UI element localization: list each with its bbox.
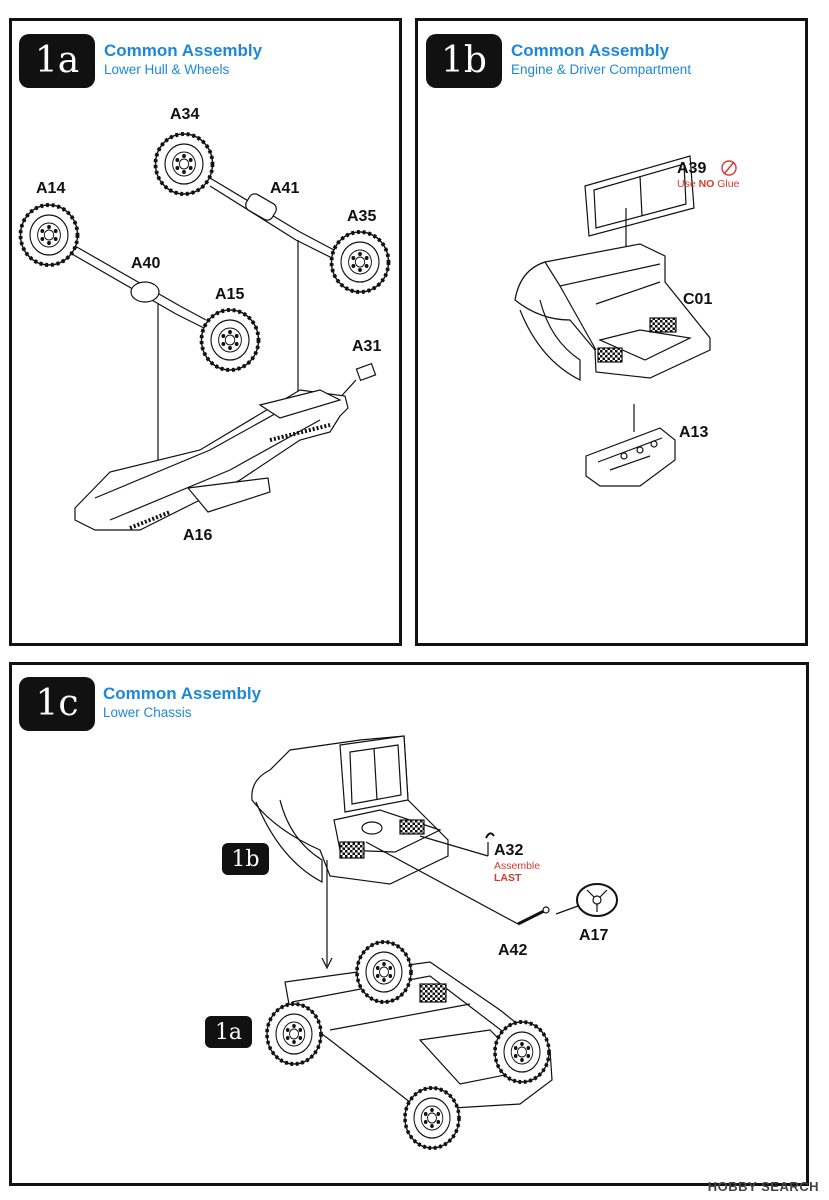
step-1a-drawing xyxy=(18,132,391,531)
step-title-1c: Common Assembly xyxy=(103,684,262,703)
step-badge-1b: 1b xyxy=(426,34,502,88)
assemble-last-note: Assemble LAST xyxy=(494,860,541,884)
step-subtitle-1c: Lower Chassis xyxy=(103,705,192,720)
step-title-1b: Common Assembly xyxy=(511,41,670,60)
part-label-a40: A40 xyxy=(131,255,161,272)
part-label-a14: A14 xyxy=(36,180,66,197)
part-label-a35: A35 xyxy=(347,208,377,225)
reference-badge-1b: 1b xyxy=(222,843,269,875)
step-badge-1a: 1a xyxy=(19,34,95,88)
part-label-a41: A41 xyxy=(270,180,300,197)
part-label-a31: A31 xyxy=(352,338,382,355)
part-label-c01: C01 xyxy=(683,291,713,308)
part-label-a39: A39 xyxy=(677,160,707,177)
step-badge-1c: 1c xyxy=(19,677,95,731)
part-label-a15: A15 xyxy=(215,286,245,303)
part-label-a17: A17 xyxy=(579,927,609,944)
reference-badge-1a: 1a xyxy=(205,1016,252,1048)
step-subtitle-1a: Lower Hull & Wheels xyxy=(104,62,230,77)
no-glue-note: Use NO Glue xyxy=(677,178,740,190)
part-label-a13: A13 xyxy=(679,424,709,441)
step-subtitle-1b: Engine & Driver Compartment xyxy=(511,62,692,77)
watermark: HOBBY SEARCH xyxy=(707,1179,819,1194)
part-label-a16: A16 xyxy=(183,527,213,544)
part-label-a34: A34 xyxy=(170,106,200,123)
step-1c-drawing xyxy=(251,735,618,1150)
step-title-1a: Common Assembly xyxy=(104,41,263,60)
step-1b-drawing xyxy=(514,155,737,487)
part-label-a42: A42 xyxy=(498,942,528,959)
part-label-a32: A32 xyxy=(494,842,524,859)
